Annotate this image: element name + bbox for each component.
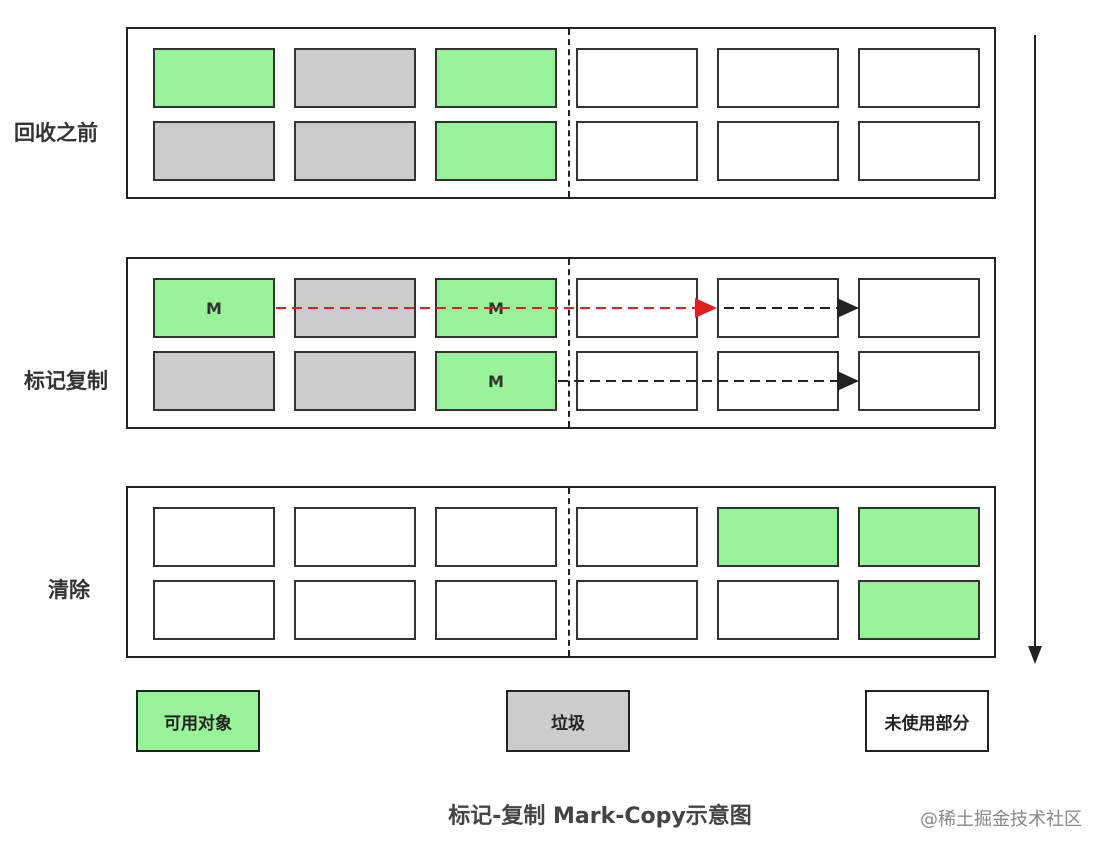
legend-garbage: 垃圾 [506, 690, 630, 752]
memory-block-free [858, 48, 980, 108]
memory-block-free [717, 48, 839, 108]
memory-block-free [576, 121, 698, 181]
memory-grid [153, 48, 980, 181]
stage-label-mark-copy: 标记复制 [24, 369, 108, 393]
memory-block-free [717, 580, 839, 640]
semispace-divider [568, 29, 570, 197]
memory-block-garbage [153, 121, 275, 181]
memory-block-live [435, 121, 557, 181]
memory-block-free [576, 351, 698, 411]
memory-block-live [858, 507, 980, 567]
memory-block-live [153, 48, 275, 108]
memory-block-live: M [435, 351, 557, 411]
memory-block-free [435, 507, 557, 567]
memory-grid [153, 507, 980, 640]
memory-block-free [576, 580, 698, 640]
memory-block-free [717, 278, 839, 338]
memory-block-free [576, 278, 698, 338]
legend-unused: 未使用部分 [865, 690, 989, 752]
memory-block-garbage [294, 121, 416, 181]
legend-live-object: 可用对象 [136, 690, 260, 752]
memory-block-free [153, 580, 275, 640]
legend-garbage-label: 垃圾 [551, 713, 585, 734]
stage-label-before: 回收之前 [14, 121, 98, 145]
semispace-divider [568, 488, 570, 656]
memory-block-garbage [294, 351, 416, 411]
memory-block-free [294, 507, 416, 567]
memory-block-free [294, 580, 416, 640]
stage-before-collection [126, 27, 996, 199]
memory-block-garbage [153, 351, 275, 411]
stage-label-clear: 清除 [48, 578, 90, 602]
memory-block-garbage [294, 48, 416, 108]
memory-block-free [717, 121, 839, 181]
memory-block-live: M [153, 278, 275, 338]
stage-clear [126, 486, 996, 658]
memory-block-free [717, 351, 839, 411]
semispace-divider [568, 259, 570, 427]
memory-block-free [576, 48, 698, 108]
time-flow-arrow [1028, 35, 1042, 664]
memory-block-live [858, 580, 980, 640]
watermark: @稀土掘金技术社区 [920, 809, 1082, 830]
memory-block-garbage [294, 278, 416, 338]
legend-live-label: 可用对象 [164, 713, 232, 734]
memory-block-free [576, 507, 698, 567]
memory-block-free [858, 121, 980, 181]
memory-block-free [858, 278, 980, 338]
memory-block-live [435, 48, 557, 108]
memory-block-free [435, 580, 557, 640]
memory-block-live: M [435, 278, 557, 338]
legend-unused-label: 未使用部分 [884, 713, 970, 734]
diagram-caption: 标记-复制 Mark-Copy示意图 [448, 804, 752, 829]
memory-block-free [153, 507, 275, 567]
memory-block-live [717, 507, 839, 567]
memory-block-free [858, 351, 980, 411]
